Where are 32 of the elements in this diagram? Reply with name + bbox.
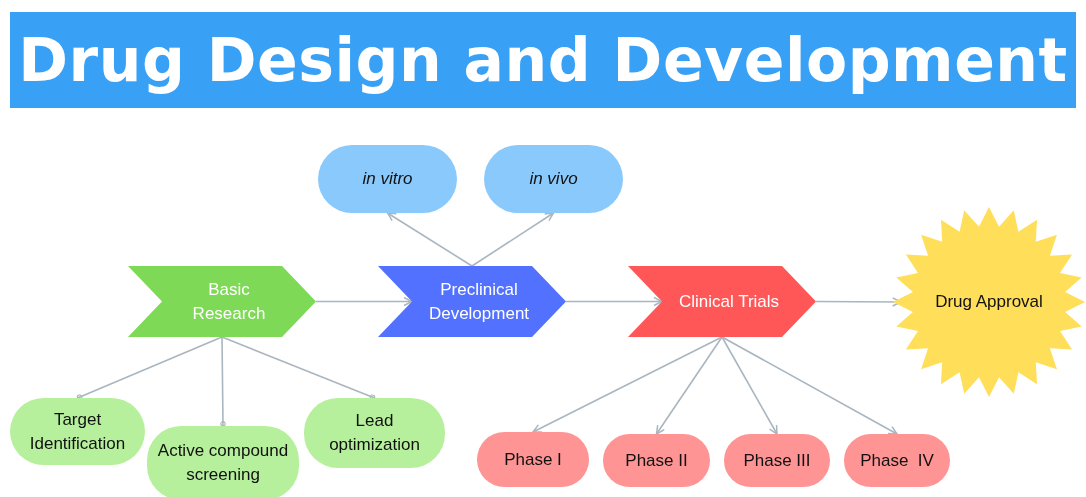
node-label: Drug Approval (935, 291, 1043, 314)
starburst-shape (893, 207, 1085, 397)
chevron-step (378, 266, 566, 337)
arrow (655, 336, 723, 435)
title: Drug Design and Development (18, 25, 1068, 95)
node-label: Phase IV (860, 449, 934, 472)
node-label: Phase I (504, 448, 562, 471)
rounded-box (603, 434, 710, 487)
node-label: in vivo (529, 168, 578, 191)
node-label: Lead optimization (328, 410, 421, 456)
arrow (721, 336, 898, 435)
node-label: in vitro (362, 168, 413, 191)
node-label: Phase III (743, 449, 811, 472)
arrow (721, 336, 778, 435)
node-label: Basic Research (191, 278, 267, 325)
arrow (565, 296, 663, 307)
arrow (315, 296, 413, 307)
rounded-box (10, 398, 145, 465)
arrow (532, 336, 723, 433)
node-label: Clinical Trials (678, 290, 780, 313)
node-label: Phase II (625, 449, 688, 472)
rounded-box (477, 432, 589, 487)
arrow (386, 212, 473, 267)
rounded-box (844, 434, 950, 487)
node-label: Active compound screening (156, 440, 290, 486)
chevron-step (128, 266, 316, 337)
arrow (471, 212, 555, 267)
node-label: Preclinical Development (427, 278, 531, 325)
rounded-box (147, 426, 299, 497)
chevron-step (628, 266, 816, 337)
node-label: Target Identification (28, 408, 127, 455)
rounded-box (724, 434, 830, 487)
